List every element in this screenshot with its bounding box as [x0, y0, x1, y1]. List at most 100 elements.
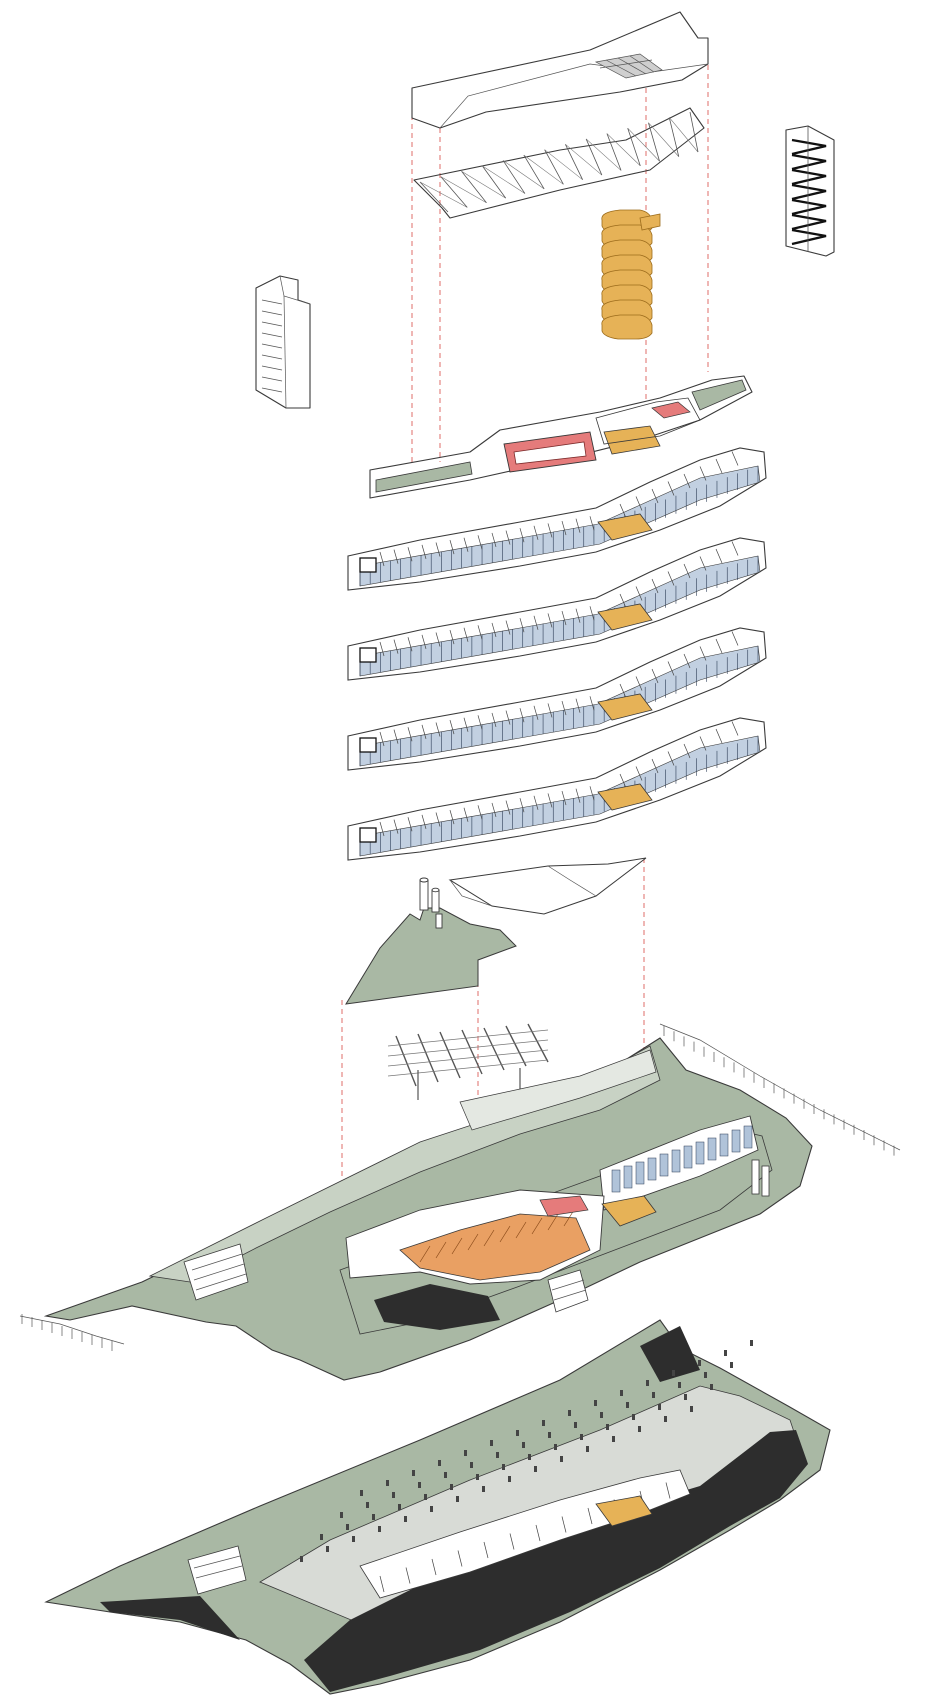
parking-column	[438, 1460, 441, 1466]
ground-window	[683, 1145, 693, 1169]
truss-diagonal	[648, 122, 679, 157]
parking-column	[386, 1480, 389, 1486]
end-stair	[359, 737, 377, 753]
partition	[463, 537, 469, 552]
atrium-purlin	[387, 1059, 549, 1077]
parking-column	[698, 1360, 701, 1366]
partition	[699, 646, 707, 661]
ground-window	[623, 1165, 633, 1189]
partition	[651, 758, 659, 774]
spiral-stair	[601, 209, 661, 340]
truss-diagonal	[523, 154, 564, 185]
tower-stair-flight	[791, 213, 827, 231]
partition	[435, 722, 441, 737]
stair-tread	[435, 1241, 447, 1259]
truss-diagonal	[419, 181, 468, 208]
room-wall	[483, 1541, 489, 1559]
ground-window	[695, 1141, 705, 1165]
atrium-rib	[527, 1023, 549, 1063]
parking-basement	[44, 1319, 831, 1695]
truss-diagonal	[544, 149, 583, 180]
parking-column	[528, 1454, 531, 1460]
partition	[393, 549, 399, 564]
parking-column	[470, 1462, 473, 1468]
parking-column	[490, 1440, 493, 1446]
ground-window	[743, 1125, 753, 1149]
room-wall	[561, 1516, 567, 1533]
tower-step	[261, 376, 283, 382]
parking-column	[626, 1402, 629, 1408]
stair-tread	[451, 1237, 463, 1255]
top-floor-auditorium	[369, 375, 753, 499]
partition	[667, 571, 675, 586]
partition	[589, 516, 595, 531]
green-roof-plate	[345, 857, 647, 1005]
partition	[667, 481, 675, 496]
truss-diagonal	[482, 165, 526, 194]
partition	[699, 736, 707, 751]
parking-column	[444, 1472, 447, 1478]
partition	[619, 593, 627, 609]
truss-member	[419, 181, 449, 213]
stair-tread	[467, 1233, 479, 1251]
ground-window	[647, 1157, 657, 1181]
partition	[667, 751, 675, 766]
truss-member	[648, 122, 660, 162]
partition	[421, 634, 427, 649]
end-stair	[359, 647, 377, 663]
partition	[683, 743, 691, 759]
stair-tread	[419, 1245, 431, 1263]
parking-column	[594, 1400, 597, 1406]
parking-column	[352, 1536, 355, 1542]
office-floor-4	[347, 447, 767, 591]
truss-member	[440, 176, 468, 208]
parking-column	[574, 1422, 577, 1428]
partition	[575, 788, 581, 803]
ground-chimneys	[751, 1159, 770, 1197]
parking-column	[684, 1394, 687, 1400]
partition	[463, 807, 469, 822]
parking-column	[652, 1392, 655, 1398]
parking-column	[580, 1434, 583, 1440]
tower-step	[261, 387, 283, 393]
truss-member	[627, 128, 641, 166]
partition	[547, 793, 553, 808]
ground-window	[611, 1169, 621, 1193]
parking-column	[658, 1404, 661, 1410]
partition	[715, 638, 723, 654]
partition	[477, 805, 483, 820]
partition	[519, 708, 525, 723]
room-wall	[379, 1575, 385, 1593]
parking-column	[560, 1456, 563, 1462]
partition	[731, 451, 739, 466]
partition	[683, 473, 691, 489]
partition	[379, 551, 385, 567]
parking-column	[638, 1426, 641, 1432]
tower-step	[261, 299, 283, 305]
entry-shadow	[374, 1284, 500, 1330]
partition	[731, 721, 739, 736]
spiral-stair-turn	[601, 314, 653, 340]
partition	[379, 641, 385, 657]
partition	[449, 540, 455, 555]
end-stair	[359, 557, 377, 573]
fence-rail	[659, 1023, 901, 1151]
partition	[407, 547, 413, 562]
core-basement	[595, 1495, 653, 1527]
partition	[463, 717, 469, 732]
parking-column	[586, 1446, 589, 1452]
parking-column	[750, 1340, 753, 1346]
parking-column	[646, 1380, 649, 1386]
truss-diagonal	[585, 138, 622, 171]
outdoor-seating	[183, 1243, 249, 1301]
partition	[715, 548, 723, 564]
tower-stair-flight	[791, 153, 827, 171]
truss-diagonal	[627, 127, 660, 162]
room-wall	[405, 1567, 411, 1584]
parking-column	[522, 1442, 525, 1448]
parking-column	[392, 1492, 395, 1498]
roof-truss	[413, 107, 705, 219]
partition	[533, 615, 539, 630]
parking-column	[404, 1516, 407, 1522]
partition	[533, 525, 539, 540]
